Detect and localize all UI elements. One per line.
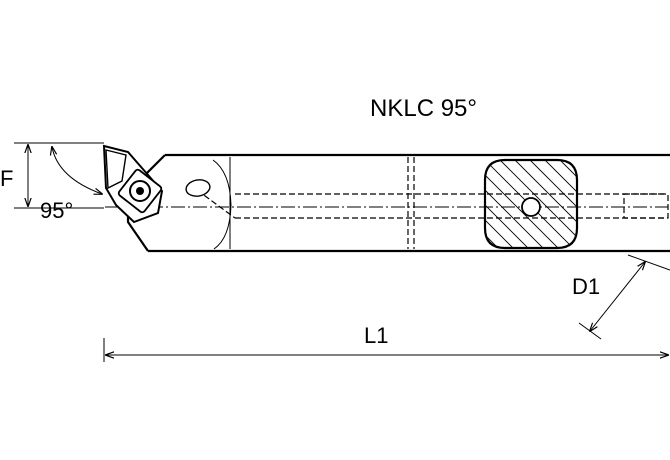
coolant-channel (196, 189, 669, 219)
angle-label: 95° (40, 198, 73, 223)
l1-label: L1 (364, 323, 388, 348)
drawing-title: NKLC 95° (370, 95, 477, 122)
angle-dimension: 95° (40, 147, 102, 223)
shank-cross-section (483, 158, 579, 250)
f-label: F (0, 166, 13, 191)
l1-dimension: L1 (103, 323, 668, 362)
d1-label: D1 (572, 274, 600, 299)
f-dimension: F (0, 142, 104, 209)
shank-outline (126, 153, 670, 253)
insert (102, 144, 211, 224)
break-line (407, 157, 415, 249)
d1-dimension: D1 (572, 254, 670, 340)
